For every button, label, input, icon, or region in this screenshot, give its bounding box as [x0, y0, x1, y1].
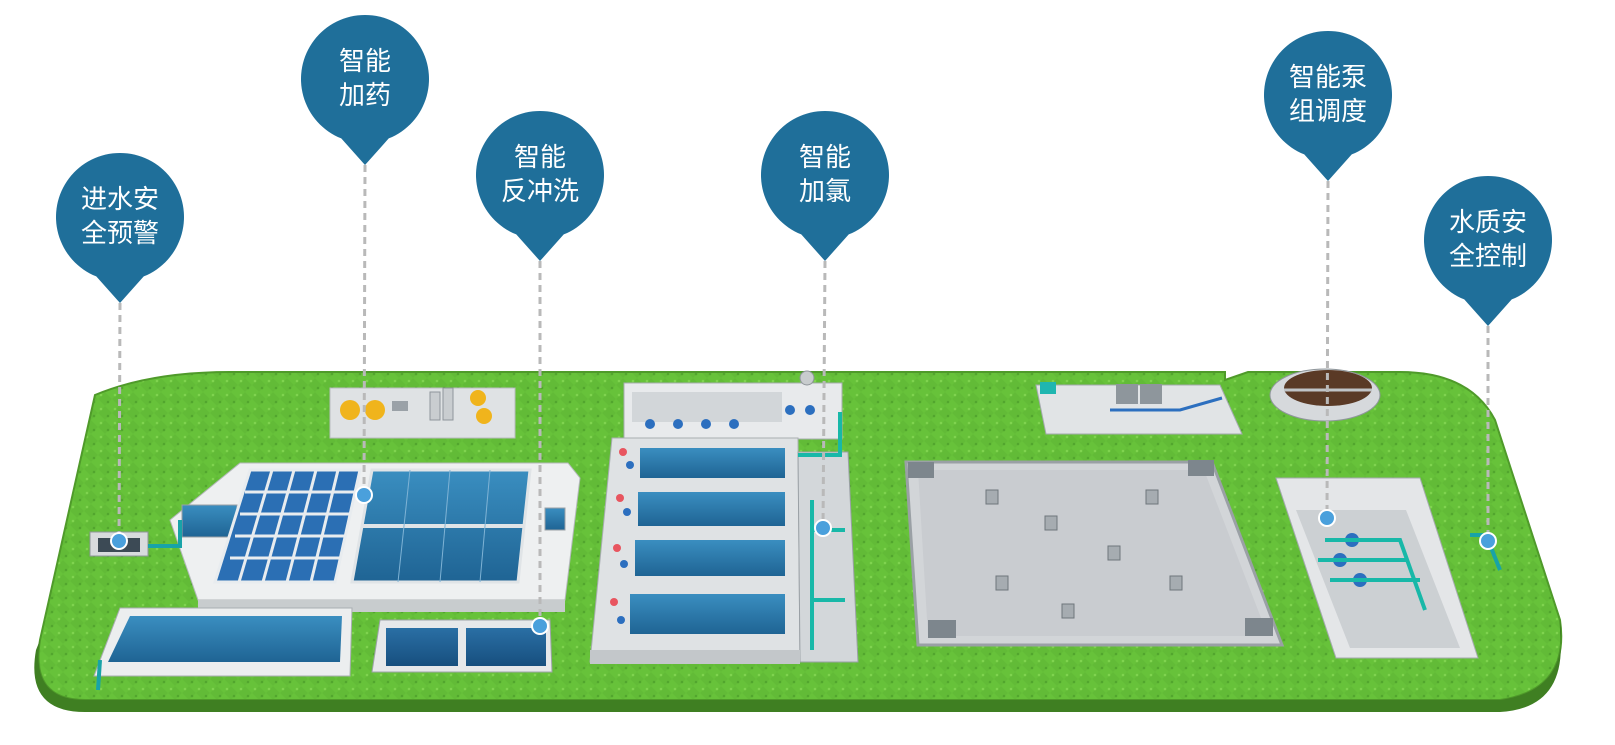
anchor-dot-quality — [1479, 532, 1497, 550]
leader-line-dosing — [362, 164, 367, 496]
sludge-thickener — [1269, 368, 1381, 422]
callout-layer — [56, 15, 1553, 635]
leader-line-chlorination — [821, 260, 827, 529]
anchor-dot-chlorination — [814, 519, 832, 537]
chemical-tank — [340, 400, 360, 420]
filter-building — [589, 370, 859, 664]
anchor-dot-inlet — [110, 532, 128, 550]
anchor-dot-dosing — [355, 486, 373, 504]
main-building — [169, 462, 581, 612]
reservoir-roof — [904, 460, 1285, 647]
leader-line-pump — [1325, 180, 1330, 519]
map-pin-icon[interactable] — [56, 153, 185, 303]
dosing-station — [329, 387, 516, 439]
map-pin-icon[interactable] — [476, 111, 605, 262]
map-pin-icon[interactable] — [761, 111, 890, 262]
anchor-dot-backwash — [531, 617, 549, 635]
solar-panel-icon — [212, 468, 362, 584]
leader-line-inlet — [117, 302, 122, 542]
equipment-pad — [1035, 382, 1243, 435]
map-pin-icon[interactable] — [1424, 176, 1553, 326]
map-pin-icon[interactable] — [300, 15, 430, 166]
clear-water-basin — [93, 607, 353, 691]
anchor-dot-pump — [1318, 509, 1336, 527]
map-pin-icon[interactable] — [1264, 31, 1392, 181]
backwash-tanks — [371, 619, 553, 673]
